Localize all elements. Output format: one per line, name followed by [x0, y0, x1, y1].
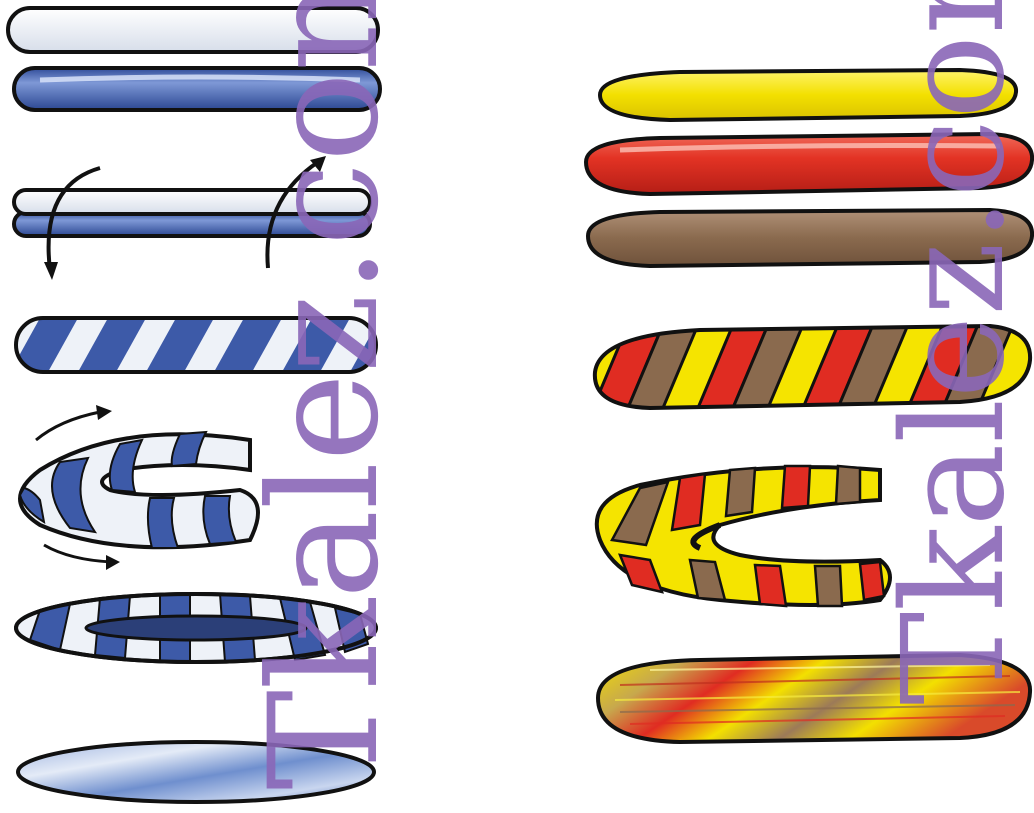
blue-coil	[20, 405, 258, 570]
watermark-left: Tkalez.com	[250, 0, 400, 790]
tricolor-coil	[597, 466, 890, 606]
coil-arrow-bottom-icon	[44, 545, 112, 562]
watermark-right: Tkalez.com	[885, 0, 1025, 705]
coil-arrow-top-icon	[36, 412, 100, 440]
